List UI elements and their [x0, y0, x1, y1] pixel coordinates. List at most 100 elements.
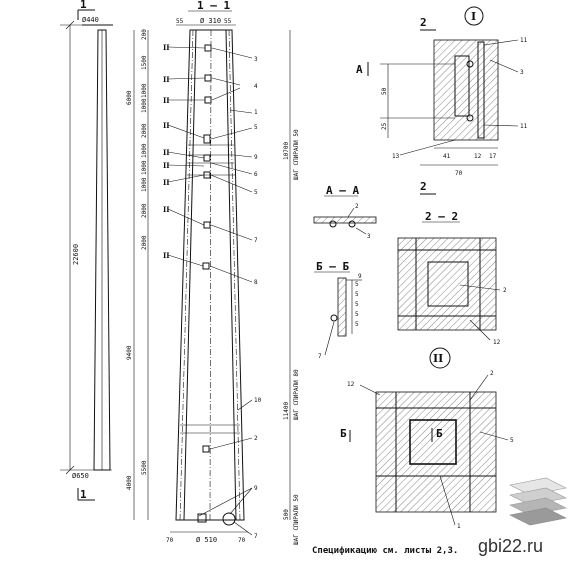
svg-text:7: 7 [318, 353, 322, 360]
embedded-plates [197, 44, 236, 526]
node-1-section-ref-top: 2 [420, 16, 427, 29]
left-dimensions: 200 1500 1000 1000 2000 1000 1000 1000 2… [126, 29, 149, 520]
svg-text:II: II [163, 161, 170, 170]
bottom-inner-diameter: Ø 510 [196, 536, 217, 544]
svg-text:2: 2 [355, 203, 359, 210]
top-inner-diameter: Ø 310 [200, 17, 221, 25]
aa-cut-mark: А [356, 63, 363, 76]
svg-text:1000: 1000 [141, 143, 148, 158]
svg-text:II: II [163, 121, 170, 130]
svg-text:1: 1 [457, 523, 461, 530]
section-callouts: 3 4 1 5 9 6 5 7 8 10 2 9 7 [198, 47, 262, 540]
right-dimensions: 10700 11400 500 ШАГ СПИРАЛИ 50 ШАГ СПИРА… [283, 30, 300, 545]
svg-text:II: II [163, 75, 170, 84]
node-1-body [433, 39, 499, 141]
section-mark-bottom: 1 [80, 488, 87, 501]
svg-text:10: 10 [254, 397, 262, 404]
svg-text:9: 9 [254, 154, 258, 161]
svg-text:5: 5 [355, 321, 359, 328]
svg-text:2000: 2000 [141, 203, 148, 218]
svg-text:11: 11 [520, 37, 528, 44]
section-aa: А – А 2 3 [313, 184, 377, 240]
top-offset-left: 55 [176, 18, 184, 25]
bottom-diameter-label: Ø650 [72, 472, 89, 480]
length-dimension: 22600 [72, 244, 80, 265]
section-mark-top: 1 [80, 0, 87, 11]
bottom-offset-right: 70 [238, 537, 246, 544]
svg-text:11: 11 [520, 123, 528, 130]
svg-text:5: 5 [254, 124, 258, 131]
svg-text:9400: 9400 [126, 345, 133, 360]
svg-text:17: 17 [489, 153, 497, 160]
svg-text:ШАГ СПИРАЛИ 50: ШАГ СПИРАЛИ 50 [293, 494, 300, 545]
svg-text:5: 5 [254, 189, 258, 196]
svg-text:1000: 1000 [141, 83, 148, 98]
svg-text:7: 7 [254, 237, 258, 244]
svg-text:2000: 2000 [141, 235, 148, 250]
node-2-cut-mark-left: Б [340, 427, 347, 440]
footer-note: Спецификацию см. листы 2,3. [312, 546, 458, 556]
svg-text:11400: 11400 [283, 402, 290, 420]
svg-text:4000: 4000 [126, 475, 133, 490]
svg-text:II: II [163, 43, 170, 52]
svg-text:5: 5 [355, 301, 359, 308]
top-diameter-label: Ø440 [82, 16, 99, 24]
node-1-label: I [471, 10, 476, 23]
section-1-1: 1 – 1 55 Ø 310 55 [126, 0, 300, 545]
svg-text:9: 9 [254, 485, 258, 492]
node-2-body [375, 391, 497, 513]
watermark-text: gbi22.ru [478, 536, 543, 556]
node-1-section-ref-bottom: 2 [420, 180, 427, 193]
svg-text:II: II [163, 178, 170, 187]
svg-text:5: 5 [355, 281, 359, 288]
svg-text:II: II [163, 251, 170, 260]
pole-section-outline [175, 29, 245, 521]
svg-text:9: 9 [358, 273, 362, 280]
column-elevation: 1 Ø440 22600 Ø650 1 [60, 0, 113, 501]
svg-text:25: 25 [381, 122, 388, 130]
svg-text:500: 500 [283, 509, 290, 520]
svg-text:3: 3 [254, 56, 258, 63]
svg-text:1: 1 [254, 109, 258, 116]
svg-text:13: 13 [392, 153, 400, 160]
svg-text:2: 2 [490, 370, 494, 377]
svg-text:41: 41 [443, 153, 451, 160]
section-2-2-title: 2 – 2 [425, 210, 458, 223]
svg-text:6000: 6000 [126, 90, 133, 105]
svg-text:6: 6 [254, 171, 258, 178]
watermark-logo [509, 477, 567, 526]
svg-text:3: 3 [520, 69, 524, 76]
svg-text:1000: 1000 [141, 160, 148, 175]
svg-text:200: 200 [141, 29, 148, 40]
svg-text:5: 5 [510, 437, 514, 444]
section-2-2: 2 – 2 2 12 [397, 210, 507, 346]
svg-text:70: 70 [455, 170, 463, 177]
svg-text:1500: 1500 [141, 55, 148, 70]
svg-text:2: 2 [503, 287, 507, 294]
svg-text:12: 12 [493, 339, 501, 346]
svg-text:ШАГ СПИРАЛИ 80: ШАГ СПИРАЛИ 80 [293, 369, 300, 420]
svg-text:II: II [163, 96, 170, 105]
section-1-1-title: 1 – 1 [197, 0, 230, 12]
svg-text:5500: 5500 [141, 460, 148, 475]
svg-text:50: 50 [381, 87, 388, 95]
node-2-cut-mark-right: Б [436, 427, 443, 440]
svg-text:1000: 1000 [141, 177, 148, 192]
svg-text:12: 12 [347, 381, 355, 388]
section-bb-title: Б – Б [316, 260, 349, 273]
svg-text:II: II [163, 205, 170, 214]
detail-node-1: I 2 А 50 25 41 12 17 70 2 11 3 11 13 [356, 6, 528, 195]
svg-text:12: 12 [474, 153, 482, 160]
svg-text:1000: 1000 [141, 98, 148, 113]
svg-text:4: 4 [254, 83, 258, 90]
svg-text:5: 5 [355, 311, 359, 318]
detail-node-2: II Б Б 12 2 5 1 [340, 347, 514, 530]
svg-text:10700: 10700 [283, 142, 290, 160]
svg-text:3: 3 [367, 233, 371, 240]
top-offset-right: 55 [224, 18, 232, 25]
bottom-offset-left: 70 [166, 537, 174, 544]
svg-text:7: 7 [254, 533, 258, 540]
node-marks: II II II II II II II II II [163, 43, 206, 267]
